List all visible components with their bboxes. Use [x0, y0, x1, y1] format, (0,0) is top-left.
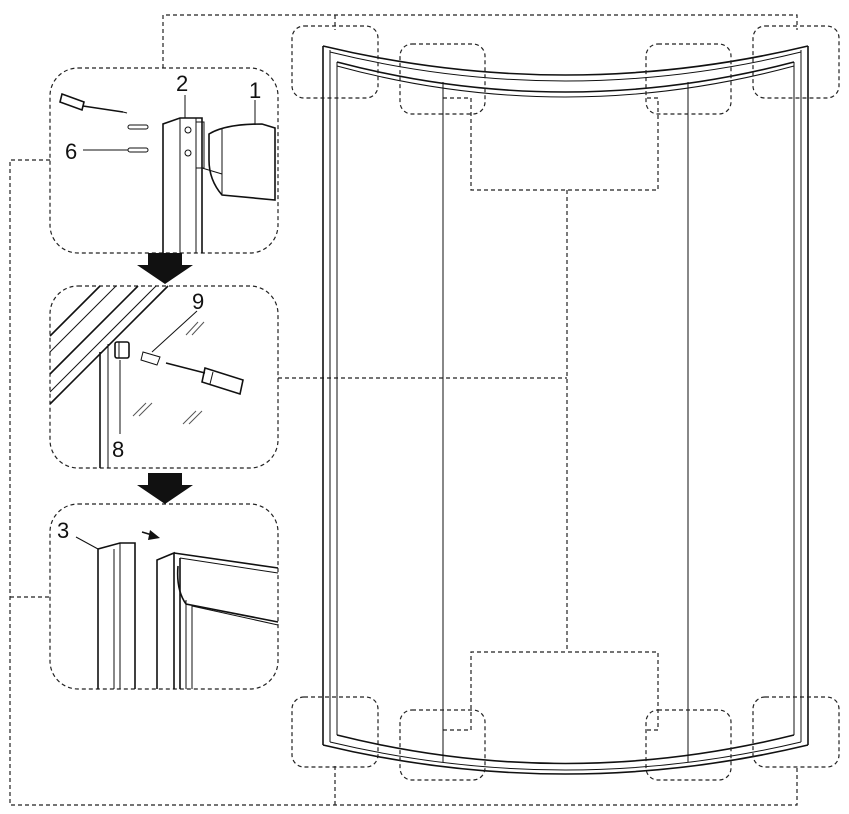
callout-part-2: 2 [176, 71, 188, 96]
screwdriver-icon [165, 362, 244, 396]
callout-part-3: 3 [57, 518, 69, 543]
wall-profile [162, 117, 205, 253]
callout-numbers: 2 1 6 9 8 3 [57, 71, 261, 543]
detail-panel-middle [49, 285, 279, 469]
door-frame [156, 551, 279, 689]
callout-part-6: 6 [65, 139, 77, 164]
detail-callout-boxes [291, 25, 840, 781]
detail-panel-bottom [49, 503, 279, 690]
right-arrow-icon [141, 530, 160, 540]
screwdriver-icon [59, 92, 128, 114]
down-arrow-icon [137, 473, 193, 504]
profile-strip [97, 542, 136, 689]
enclosure-frame [322, 45, 809, 775]
down-arrow-icon [137, 253, 193, 284]
callout-part-1: 1 [249, 78, 261, 103]
callout-part-8: 8 [112, 437, 124, 462]
screw-icon [140, 351, 161, 366]
rail-end [201, 123, 276, 201]
callout-part-9: 9 [192, 289, 204, 314]
screw-icon [127, 124, 149, 153]
stopper-block [114, 341, 130, 359]
detail-panel-top [49, 67, 279, 254]
connector-lines [9, 14, 798, 806]
